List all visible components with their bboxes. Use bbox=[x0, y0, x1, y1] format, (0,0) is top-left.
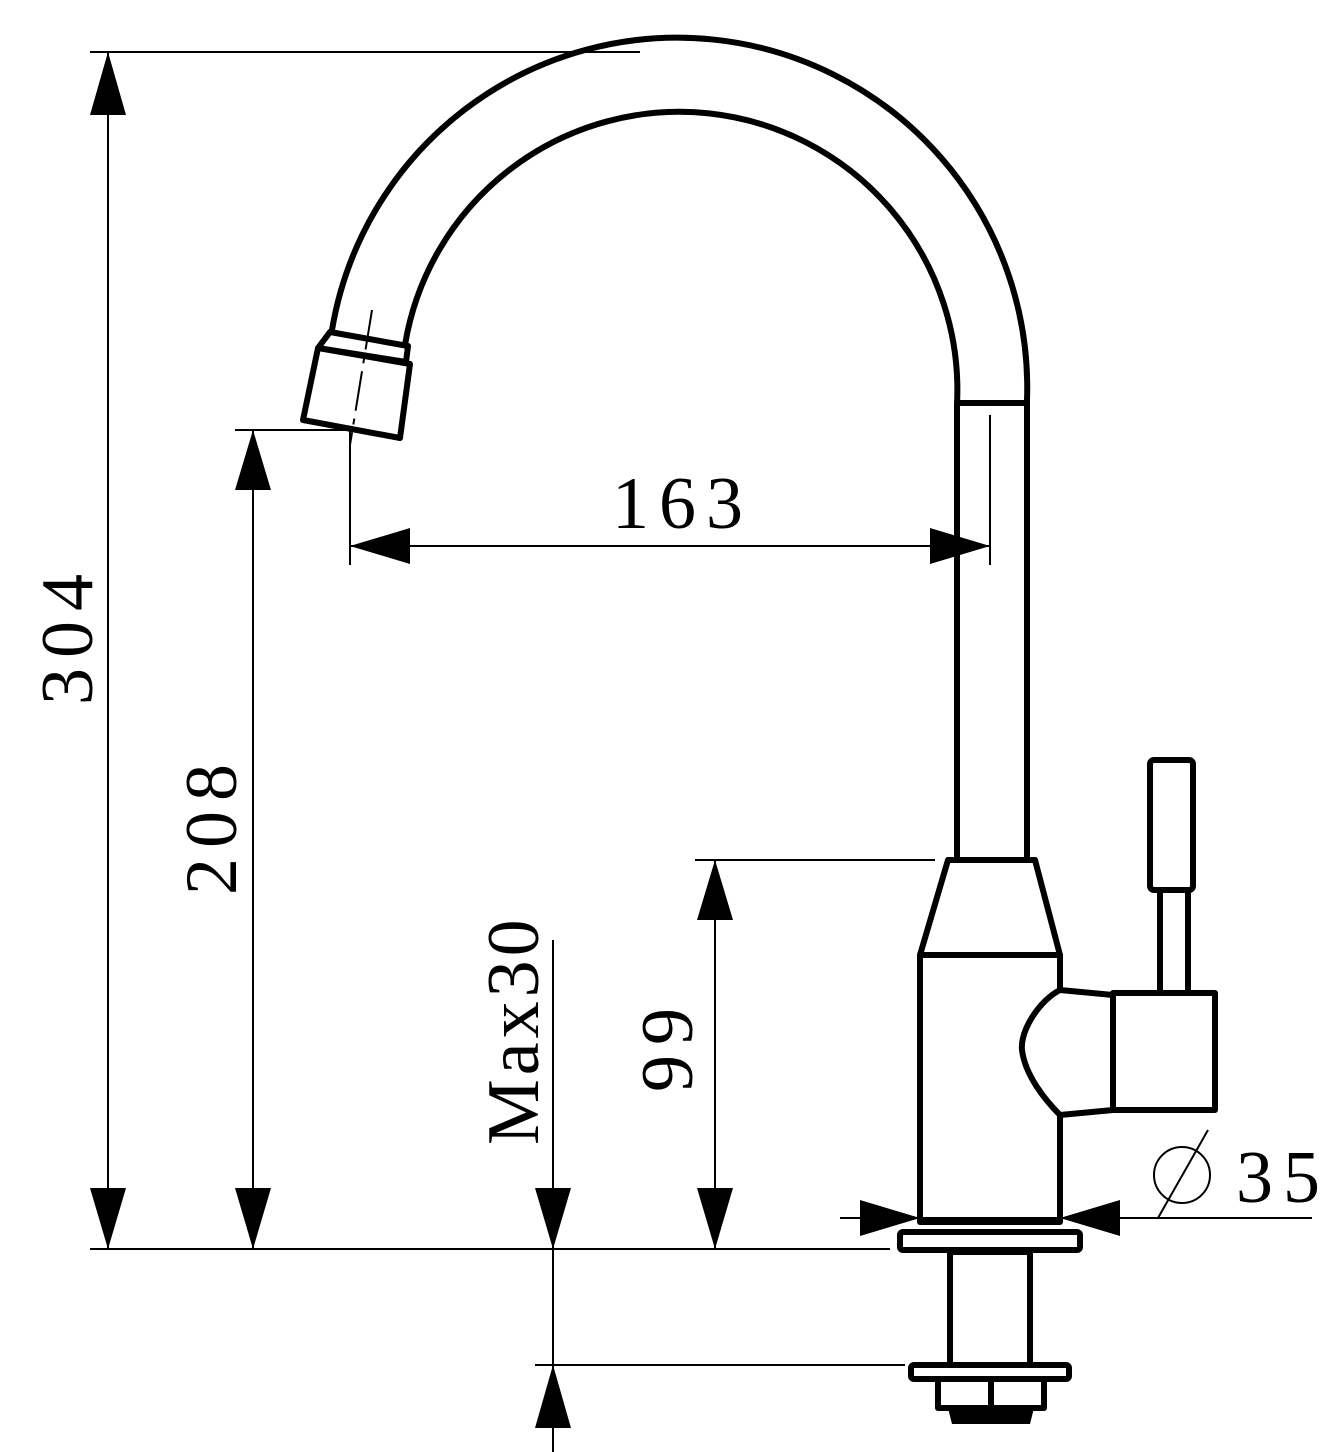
handle-joint bbox=[1018, 987, 1114, 1118]
base-flange bbox=[897, 1229, 1083, 1253]
dim-spout-height: 208 bbox=[171, 754, 253, 895]
diameter-icon bbox=[1153, 1129, 1211, 1219]
handle-block bbox=[1110, 990, 1218, 1113]
dim-total-height: 304 bbox=[27, 564, 109, 705]
cone bbox=[917, 857, 1063, 958]
dim-max-thickness: Max30 bbox=[473, 915, 555, 1145]
nut bbox=[935, 1380, 1047, 1411]
spout-outer bbox=[329, 34, 1031, 860]
nut-bottom bbox=[948, 1408, 1034, 1424]
aerator bbox=[300, 329, 413, 441]
shank bbox=[947, 1249, 1033, 1368]
dim-body-height: 99 bbox=[627, 998, 709, 1092]
dimension-lines bbox=[90, 51, 1312, 1452]
aerator-centerline bbox=[349, 309, 373, 446]
lever-stem bbox=[1157, 887, 1191, 996]
lower-flange bbox=[908, 1362, 1072, 1382]
dim-body-diameter: 35 bbox=[1236, 1137, 1330, 1219]
spout-inner bbox=[402, 108, 961, 860]
dim-spout-reach: 163 bbox=[612, 463, 753, 545]
lever bbox=[1147, 757, 1196, 893]
body bbox=[917, 952, 1063, 1225]
faucet-outline bbox=[300, 34, 1218, 1424]
